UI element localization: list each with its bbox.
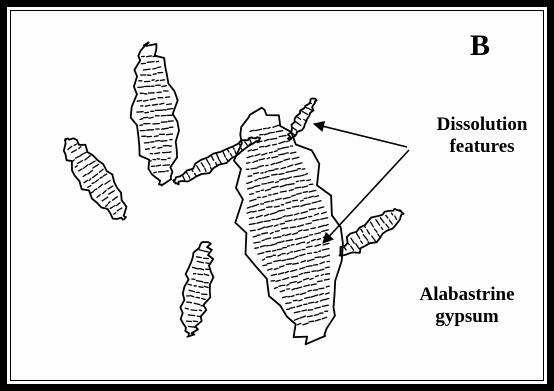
alabastrine-gypsum-label: Alabastrine gypsum [392,284,542,328]
crystal-large [234,108,343,345]
crystal-left-small [64,138,127,219]
alabastrine-label-line2: gypsum [392,306,542,328]
crystal-rod [173,137,260,184]
crystal-right [340,209,404,256]
crystal-bottom [180,242,213,337]
dissolution-label-line2: features [417,136,547,158]
dissolution-label-line1: Dissolution [417,114,547,136]
arrow-lower [323,150,409,243]
alabastrine-label-line1: Alabastrine [392,284,542,306]
panel-letter: B [470,29,490,64]
dissolution-features-label: Dissolution features [417,114,547,158]
arrow-upper [314,124,407,147]
crystal-left-upper [131,42,179,185]
